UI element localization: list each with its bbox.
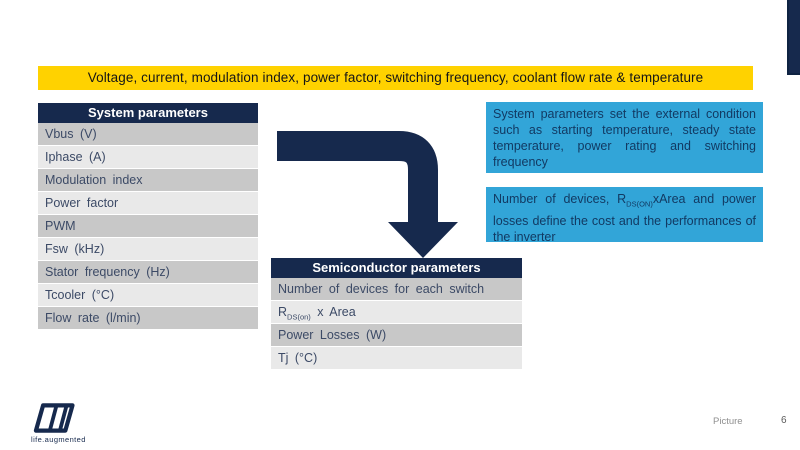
down-arrow-icon xyxy=(277,131,458,258)
callout-system-parameters: System parameters set the external condi… xyxy=(486,102,763,173)
page-number: 6 xyxy=(781,415,787,426)
table-row: Modulation index xyxy=(38,169,258,192)
title-banner: Voltage, current, modulation index, powe… xyxy=(38,66,753,90)
callout-semiconductor-parameters: Number of devices, RDS(ON)xArea and powe… xyxy=(486,187,763,244)
semiconductor-parameters-header: Semiconductor parameters xyxy=(271,258,522,278)
table-row: Power Losses (W) xyxy=(271,324,522,347)
footer-label: Picture xyxy=(713,416,743,427)
logo-tagline: life.augmented xyxy=(31,435,86,444)
table-row: Stator frequency (Hz) xyxy=(38,261,258,284)
semiconductor-parameters-table: Semiconductor parameters Number of devic… xyxy=(271,258,522,370)
top-right-accent-shape xyxy=(787,0,800,75)
system-parameters-rows: Vbus (V) Iphase (A) Modulation index Pow… xyxy=(38,123,258,330)
table-row: Number of devices for each switch xyxy=(271,278,522,301)
system-parameters-header: System parameters xyxy=(38,103,258,123)
table-row: Iphase (A) xyxy=(38,146,258,169)
table-row: PWM xyxy=(38,215,258,238)
table-row: Vbus (V) xyxy=(38,123,258,146)
st-logo-icon xyxy=(33,403,75,433)
table-row: Tcooler (°C) xyxy=(38,284,258,307)
semiconductor-parameters-rows: Number of devices for each switch RDS(on… xyxy=(271,278,522,370)
table-row: Tj (°C) xyxy=(271,347,522,370)
system-parameters-table: System parameters Vbus (V) Iphase (A) Mo… xyxy=(38,103,258,330)
table-row: RDS(on) x Area xyxy=(271,301,522,324)
table-row: Flow rate (l/min) xyxy=(38,307,258,330)
table-row: Power factor xyxy=(38,192,258,215)
table-row: Fsw (kHz) xyxy=(38,238,258,261)
